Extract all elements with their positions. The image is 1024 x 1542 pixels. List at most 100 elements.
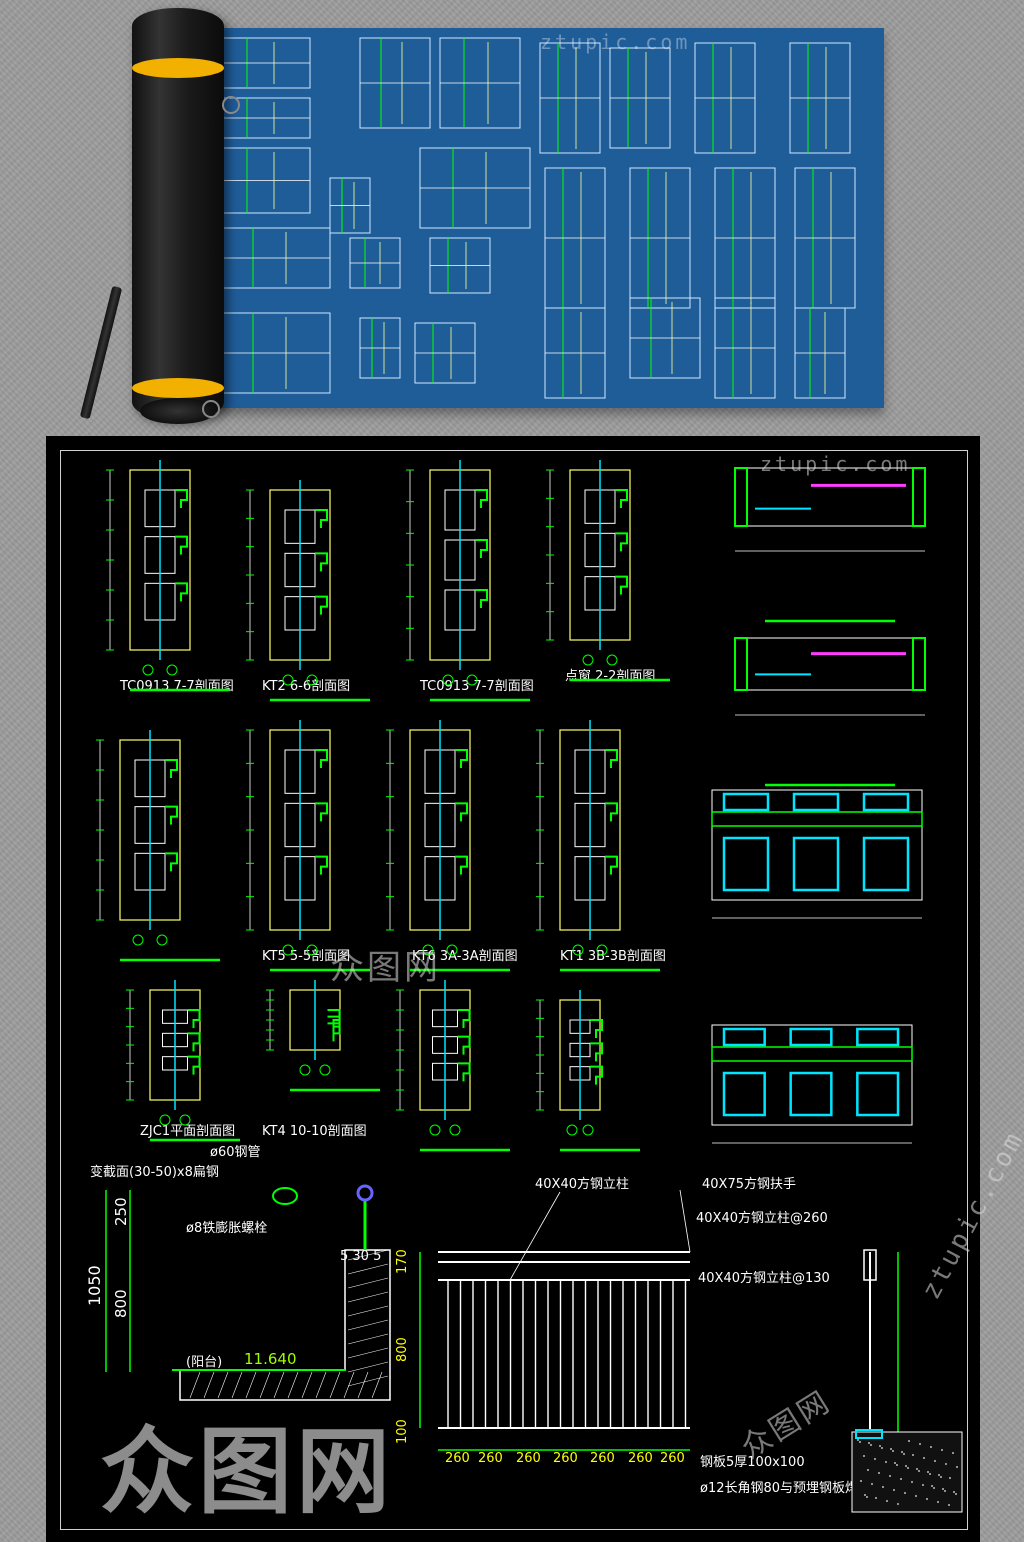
ground-dot xyxy=(926,1498,928,1500)
leader-line xyxy=(679,1189,691,1253)
flashing xyxy=(315,552,328,572)
ground-dot xyxy=(912,1454,914,1456)
ground-slab xyxy=(851,1431,963,1513)
ground-dot xyxy=(937,1501,939,1503)
ground-dot xyxy=(911,1481,913,1483)
height-dim: 800 xyxy=(395,1337,410,1362)
ground-dot xyxy=(929,1473,931,1475)
ground-dot xyxy=(938,1474,940,1476)
plan-outline xyxy=(734,467,926,527)
flashing xyxy=(327,1009,341,1028)
label-steel-pipe: ø60钢管 xyxy=(210,1145,261,1160)
ground-dot xyxy=(916,1468,918,1470)
ground-dot xyxy=(941,1449,943,1451)
flashing xyxy=(165,852,178,872)
hatch xyxy=(347,1305,389,1317)
ground-dot xyxy=(870,1444,872,1446)
flashing xyxy=(615,532,628,552)
ground-dot xyxy=(866,1496,868,1498)
ground-dot xyxy=(879,1445,881,1447)
poster-drawings xyxy=(219,37,856,399)
axis-bubble xyxy=(442,674,454,686)
flashing xyxy=(615,489,628,508)
axis-bubble xyxy=(179,1114,191,1126)
plan-wall xyxy=(734,637,748,691)
watermark-brand: 众图网 xyxy=(330,948,441,988)
watermark-url: ztupic.com xyxy=(760,452,911,476)
detail-title-8: KT4 10-10剖面图 xyxy=(262,1124,367,1139)
hatch xyxy=(273,1371,285,1399)
label-anchor-bolt: ø8铁膨胀螺栓 xyxy=(186,1221,267,1236)
ground-dot xyxy=(892,1450,894,1452)
ground-dot xyxy=(948,1504,950,1506)
hatch xyxy=(343,1371,355,1399)
bottom-dim: 260 xyxy=(660,1451,685,1466)
flashing xyxy=(605,855,618,875)
ground-dot xyxy=(931,1485,933,1487)
watermark-url: ztupic.com xyxy=(540,30,691,54)
axis-bubble xyxy=(422,944,434,956)
ground-dot xyxy=(933,1487,935,1489)
ground-dot xyxy=(881,1447,883,1449)
ground-dot xyxy=(908,1440,910,1442)
ground-dot xyxy=(857,1439,859,1441)
hook-icon xyxy=(222,96,240,114)
height-dim: 170 xyxy=(395,1249,410,1274)
ground-dot xyxy=(907,1467,909,1469)
ground-dot xyxy=(927,1471,929,1473)
ground-dot xyxy=(896,1464,898,1466)
detail-title-9: ZJC1平面剖面图 xyxy=(140,1124,235,1139)
flashing xyxy=(165,759,178,778)
axis-bubble xyxy=(306,674,318,686)
ground-dot xyxy=(900,1478,902,1480)
axis-bubble xyxy=(319,1064,331,1076)
hatch xyxy=(347,1319,389,1331)
flashing xyxy=(175,489,188,508)
flashing xyxy=(475,489,488,508)
elevation-band xyxy=(711,1046,913,1062)
ground-dot xyxy=(886,1500,888,1502)
height-dim: 100 xyxy=(395,1419,410,1444)
detail-title-2: KT2 6-6剖面图 xyxy=(262,679,350,694)
hatch xyxy=(347,1333,389,1345)
ground-dot xyxy=(897,1503,899,1505)
elevation-window xyxy=(792,792,840,812)
flashing xyxy=(590,1065,603,1085)
ground-dot xyxy=(864,1494,866,1496)
bottom-dim: 260 xyxy=(478,1451,503,1466)
section-marker xyxy=(272,1187,298,1205)
parapet xyxy=(179,1249,391,1401)
axis-bubble xyxy=(306,944,318,956)
ground-dot xyxy=(860,1480,862,1482)
axis-bubble xyxy=(566,1124,578,1136)
ground-dot xyxy=(889,1475,891,1477)
flashing xyxy=(455,855,468,875)
label-plate: 钢板5厚100x100 xyxy=(700,1455,805,1470)
detail-title-1: TC0913 7-7剖面图 xyxy=(119,679,234,694)
hook-icon xyxy=(202,400,220,418)
detail-title-6: KT6 3A-3A剖面图 xyxy=(412,949,518,964)
plan-wall xyxy=(912,637,926,691)
ground-dot xyxy=(904,1492,906,1494)
ground-dot xyxy=(885,1461,887,1463)
ground-dot xyxy=(863,1455,865,1457)
axis-bubble xyxy=(582,1124,594,1136)
label-rail-260: 40X40方钢立柱@260 xyxy=(696,1210,828,1226)
hatch xyxy=(347,1361,389,1373)
flashing xyxy=(615,575,628,595)
sheet-frame xyxy=(60,450,968,1530)
flashing xyxy=(457,1035,471,1055)
ground-dot xyxy=(903,1453,905,1455)
base-plate xyxy=(855,1429,883,1439)
bottom-dim: 260 xyxy=(516,1451,541,1466)
hatch xyxy=(259,1371,271,1399)
dim-total: 1050 xyxy=(85,1265,104,1306)
ground-dot xyxy=(953,1491,955,1493)
ground-dot xyxy=(894,1462,896,1464)
flashing xyxy=(327,1022,341,1042)
bottom-dim: 260 xyxy=(628,1451,653,1466)
ground-dot xyxy=(901,1451,903,1453)
ground-dot xyxy=(867,1469,869,1471)
elevation-window xyxy=(856,1027,900,1047)
